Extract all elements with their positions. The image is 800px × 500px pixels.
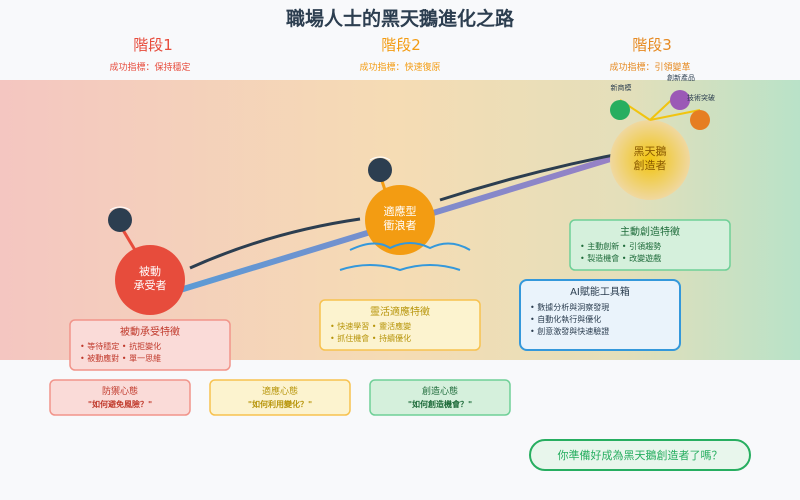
- output-label: 新商模: [611, 83, 632, 92]
- passive-receiver-node: [115, 245, 185, 315]
- hair-icon: [109, 206, 131, 211]
- stage-3: 階段3 成功指標：引領變革: [609, 36, 690, 73]
- stage-label: 階段1: [133, 36, 173, 54]
- active-traits-box: 主動創造特徵 • 主動創新 • 引領趨勢 • 製造機會 • 改變遊戲: [569, 219, 731, 271]
- stage-1: 階段1 成功指標：保持穩定: [109, 36, 190, 73]
- box-line: • 快速學習 • 靈活應變: [330, 321, 411, 331]
- box-line: • 製造機會 • 改變遊戲: [580, 253, 661, 263]
- trajectory-curve: [189, 217, 361, 270]
- stage-2: 階段2 成功指標：快速復原: [359, 36, 440, 73]
- mindset-quote: "如何利用變化？": [248, 399, 312, 409]
- box-line: • 數據分析與洞察發現: [530, 302, 609, 312]
- box-line: • 創意激發與快速驗證: [530, 326, 609, 336]
- box-title: 被動承受特徵: [120, 325, 180, 338]
- output-tech-breakthrough: [690, 110, 710, 130]
- node-label: 適應型: [384, 204, 417, 218]
- mindset-adaptive: 適應心態 "如何利用變化？": [209, 379, 351, 416]
- output-innovative-product: [670, 90, 690, 110]
- wave-icon: [339, 264, 461, 272]
- adaptive-traits-box: 靈活適應特徵 • 快速學習 • 靈活應變 • 抓住機會 • 持續優化: [319, 299, 481, 351]
- box-line: • 主動創新 • 引領趨勢: [580, 241, 661, 251]
- ai-toolbox-box: AI賦能工具箱 • 數據分析與洞察發現 • 自動化執行與優化 • 創意激發與快速…: [519, 279, 681, 351]
- mindset-creative: 創造心態 "如何創造機會？": [369, 379, 511, 416]
- head-icon: [368, 158, 392, 182]
- mindset-title: 創造心態: [422, 385, 458, 397]
- mindset-quote: "如何避免風險？": [88, 399, 152, 409]
- node-label: 承受者: [134, 279, 167, 292]
- stage-metric: 成功指標：快速復原: [359, 61, 440, 73]
- stage-label: 階段2: [381, 36, 421, 54]
- hair-icon: [369, 156, 391, 161]
- mindset-quote: "如何創造機會？": [408, 399, 472, 409]
- adaptive-surfer-node: [365, 185, 435, 255]
- stage-label: 階段3: [632, 36, 672, 54]
- stage-metric: 成功指標：保持穩定: [109, 61, 190, 73]
- box-line: • 被動應對 • 單一思維: [80, 353, 161, 363]
- head-icon: [108, 208, 132, 232]
- black-swan-creator-node: [610, 120, 690, 200]
- output-label: 創新產品: [667, 73, 695, 82]
- box-line: • 等待穩定 • 抗拒變化: [80, 341, 161, 351]
- node-label: 衝浪者: [384, 218, 417, 232]
- passive-traits-box: 被動承受特徵 • 等待穩定 • 抗拒變化 • 被動應對 • 單一思維: [69, 319, 231, 371]
- box-title: 靈活適應特徵: [370, 305, 430, 318]
- mindset-title: 適應心態: [262, 385, 298, 397]
- mindset-defensive: 防禦心態 "如何避免風險？": [49, 379, 191, 416]
- node-label: 被動: [139, 264, 161, 278]
- mindset-title: 防禦心態: [102, 385, 138, 397]
- box-title: AI賦能工具箱: [570, 285, 630, 298]
- page-title: 職場人士的黑天鵝進化之路: [286, 7, 515, 30]
- output-new-business-model: [610, 100, 630, 120]
- stage-metric: 成功指標：引領變革: [609, 61, 690, 73]
- cta-button[interactable]: 你準備好成為黑天鵝創造者了嗎？: [529, 439, 751, 471]
- box-title: 主動創造特徵: [620, 225, 680, 238]
- connector: [649, 109, 701, 121]
- node-label: 創造者: [634, 158, 667, 172]
- cta-label[interactable]: 你準備好成為黑天鵝創造者了嗎？: [558, 448, 723, 462]
- box-line: • 自動化執行與優化: [530, 314, 601, 324]
- wave-icon: [349, 242, 471, 251]
- node-label: 黑天鵝: [634, 144, 667, 158]
- box-line: • 抓住機會 • 持續優化: [330, 333, 411, 343]
- output-label: 技術突破: [687, 93, 715, 102]
